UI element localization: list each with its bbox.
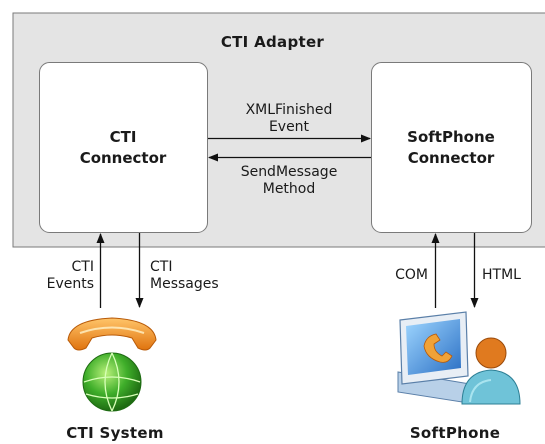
xml-finished-label-line2: Event — [268, 119, 310, 135]
cti-connector-title-line2: Connector — [79, 149, 167, 167]
cti-connector-title-line1: CTI — [109, 128, 137, 146]
html-label: HTML — [482, 267, 521, 283]
cti-events-label: CTI Events — [20, 259, 94, 293]
send-message-label-line1: SendMessage — [240, 164, 338, 180]
softphone-connector-box — [371, 62, 532, 233]
cti-system-label: CTI System — [66, 424, 164, 442]
phone-globe-icon — [67, 317, 157, 412]
send-message-label: SendMessage Method — [220, 164, 358, 198]
cti-connector-title: CTI Connector — [39, 127, 207, 169]
cti-connector-box — [39, 62, 208, 233]
softphone-connector-title-line2: Connector — [407, 149, 495, 167]
cti-messages-label-line2: Messages — [150, 276, 219, 292]
softphone-connector-title: SoftPhone Connector — [371, 127, 531, 169]
cti-events-label-line1: CTI — [71, 259, 94, 275]
cti-adapter-title: CTI Adapter — [220, 33, 325, 51]
softphone-label: SoftPhone — [409, 424, 501, 442]
computer-user-icon — [397, 311, 521, 405]
cti-events-label-line2: Events — [46, 276, 94, 292]
xml-finished-label-line1: XMLFinished — [245, 102, 333, 118]
softphone-connector-title-line1: SoftPhone — [407, 128, 495, 146]
cti-messages-label: CTI Messages — [150, 259, 250, 293]
send-message-label-line2: Method — [262, 181, 316, 197]
com-label: COM — [395, 267, 428, 283]
xml-finished-label: XMLFinished Event — [220, 102, 358, 136]
cti-messages-label-line1: CTI — [150, 259, 173, 275]
